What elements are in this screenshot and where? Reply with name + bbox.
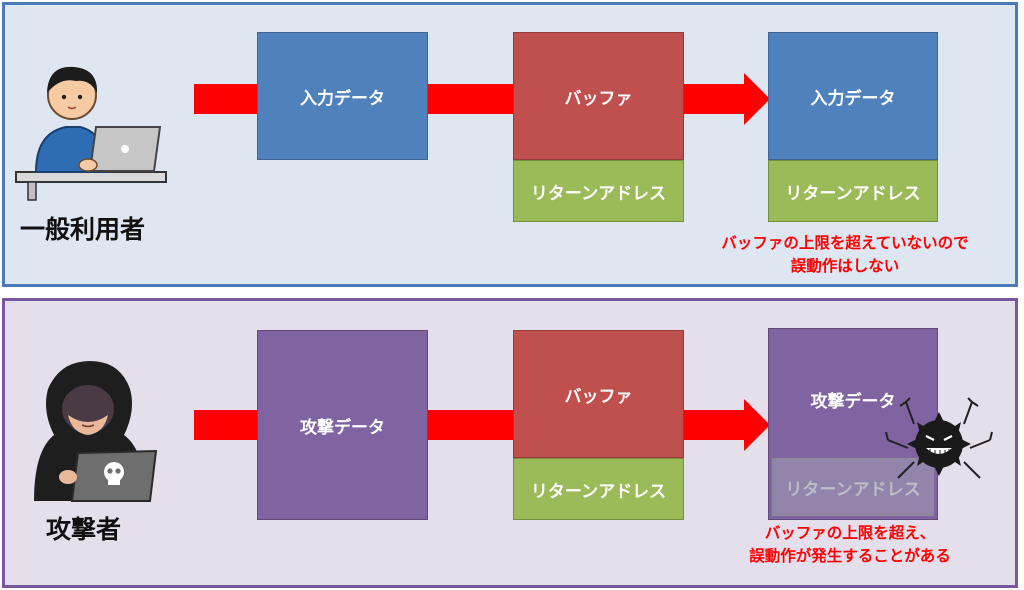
flow-arrow-1: [194, 84, 258, 114]
return-address-box: リターンアドレス: [513, 160, 684, 222]
hooded-hacker-icon: [34, 361, 158, 502]
result-input-data-box: 入力データ: [768, 32, 938, 160]
attack-result-note: バッファの上限を超え、 誤動作が発生することがある: [690, 522, 1010, 569]
result-attack-data-box: 攻撃データ: [768, 328, 938, 520]
result-return-address-box: リターンアドレス: [768, 160, 938, 222]
arrow-head-icon: [744, 73, 770, 125]
attack-data-box: 攻撃データ: [257, 330, 428, 520]
attack-buffer-box: バッファ: [513, 330, 684, 458]
attacker-label: 攻撃者: [46, 515, 122, 544]
input-data-box: 入力データ: [257, 32, 428, 160]
office-worker-icon: [15, 66, 167, 201]
attack-flow-arrow-3-shaft: [684, 410, 744, 440]
flow-arrow-3-shaft: [684, 84, 744, 114]
buffer-box: バッファ: [513, 32, 684, 160]
attack-flow-arrow-1: [194, 410, 258, 440]
attack-note-line-2: 誤動作が発生することがある: [749, 547, 951, 566]
attack-return-address-box: リターンアドレス: [513, 458, 684, 520]
normal-note-line-2: 誤動作はしない: [790, 257, 900, 276]
attack-flow-arrow-2: [428, 410, 514, 440]
normal-user-label: 一般利用者: [20, 215, 146, 244]
flow-arrow-2: [428, 84, 514, 114]
virus-icon: [885, 397, 993, 479]
attack-note-line-1: バッファの上限を超え、: [764, 524, 936, 542]
normal-note-line-1: バッファの上限を超えていないので: [721, 234, 969, 252]
arrow-head-icon: [744, 399, 770, 451]
normal-result-note: バッファの上限を超えていないので 誤動作はしない: [680, 232, 1010, 279]
